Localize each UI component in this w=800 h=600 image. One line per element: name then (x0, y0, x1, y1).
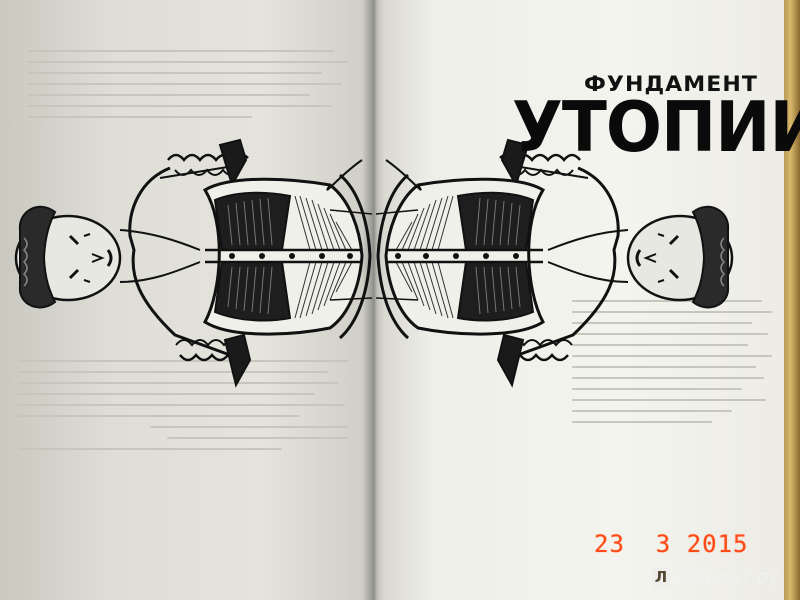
watermark-text: абиринт.ру (672, 566, 780, 587)
faint-text-block-bottom (18, 360, 348, 459)
faint-text-block-top (28, 50, 348, 127)
book-gutter-shadow (362, 0, 384, 600)
book-title-line1: ФУНДАМЕНТ (584, 72, 758, 96)
camera-date-stamp: 23 3 2015 (594, 530, 749, 558)
book-page-edges (784, 0, 800, 600)
watermark-logo: Л (652, 568, 670, 586)
faint-text-block-right (572, 300, 772, 432)
book-title-line2: УТОПИИ (512, 87, 800, 168)
